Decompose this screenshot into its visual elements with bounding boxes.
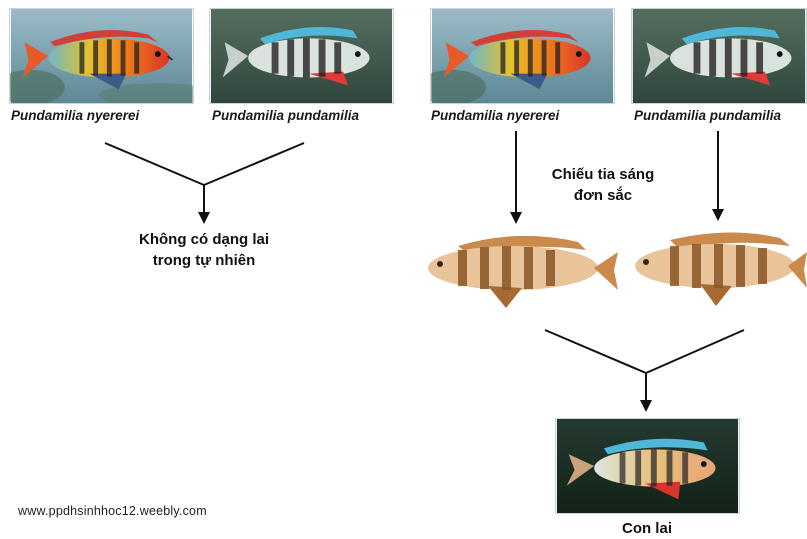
right-merge-lines — [545, 330, 744, 406]
left-merge-lines — [105, 143, 304, 218]
right-treatment-arrows — [516, 131, 718, 218]
